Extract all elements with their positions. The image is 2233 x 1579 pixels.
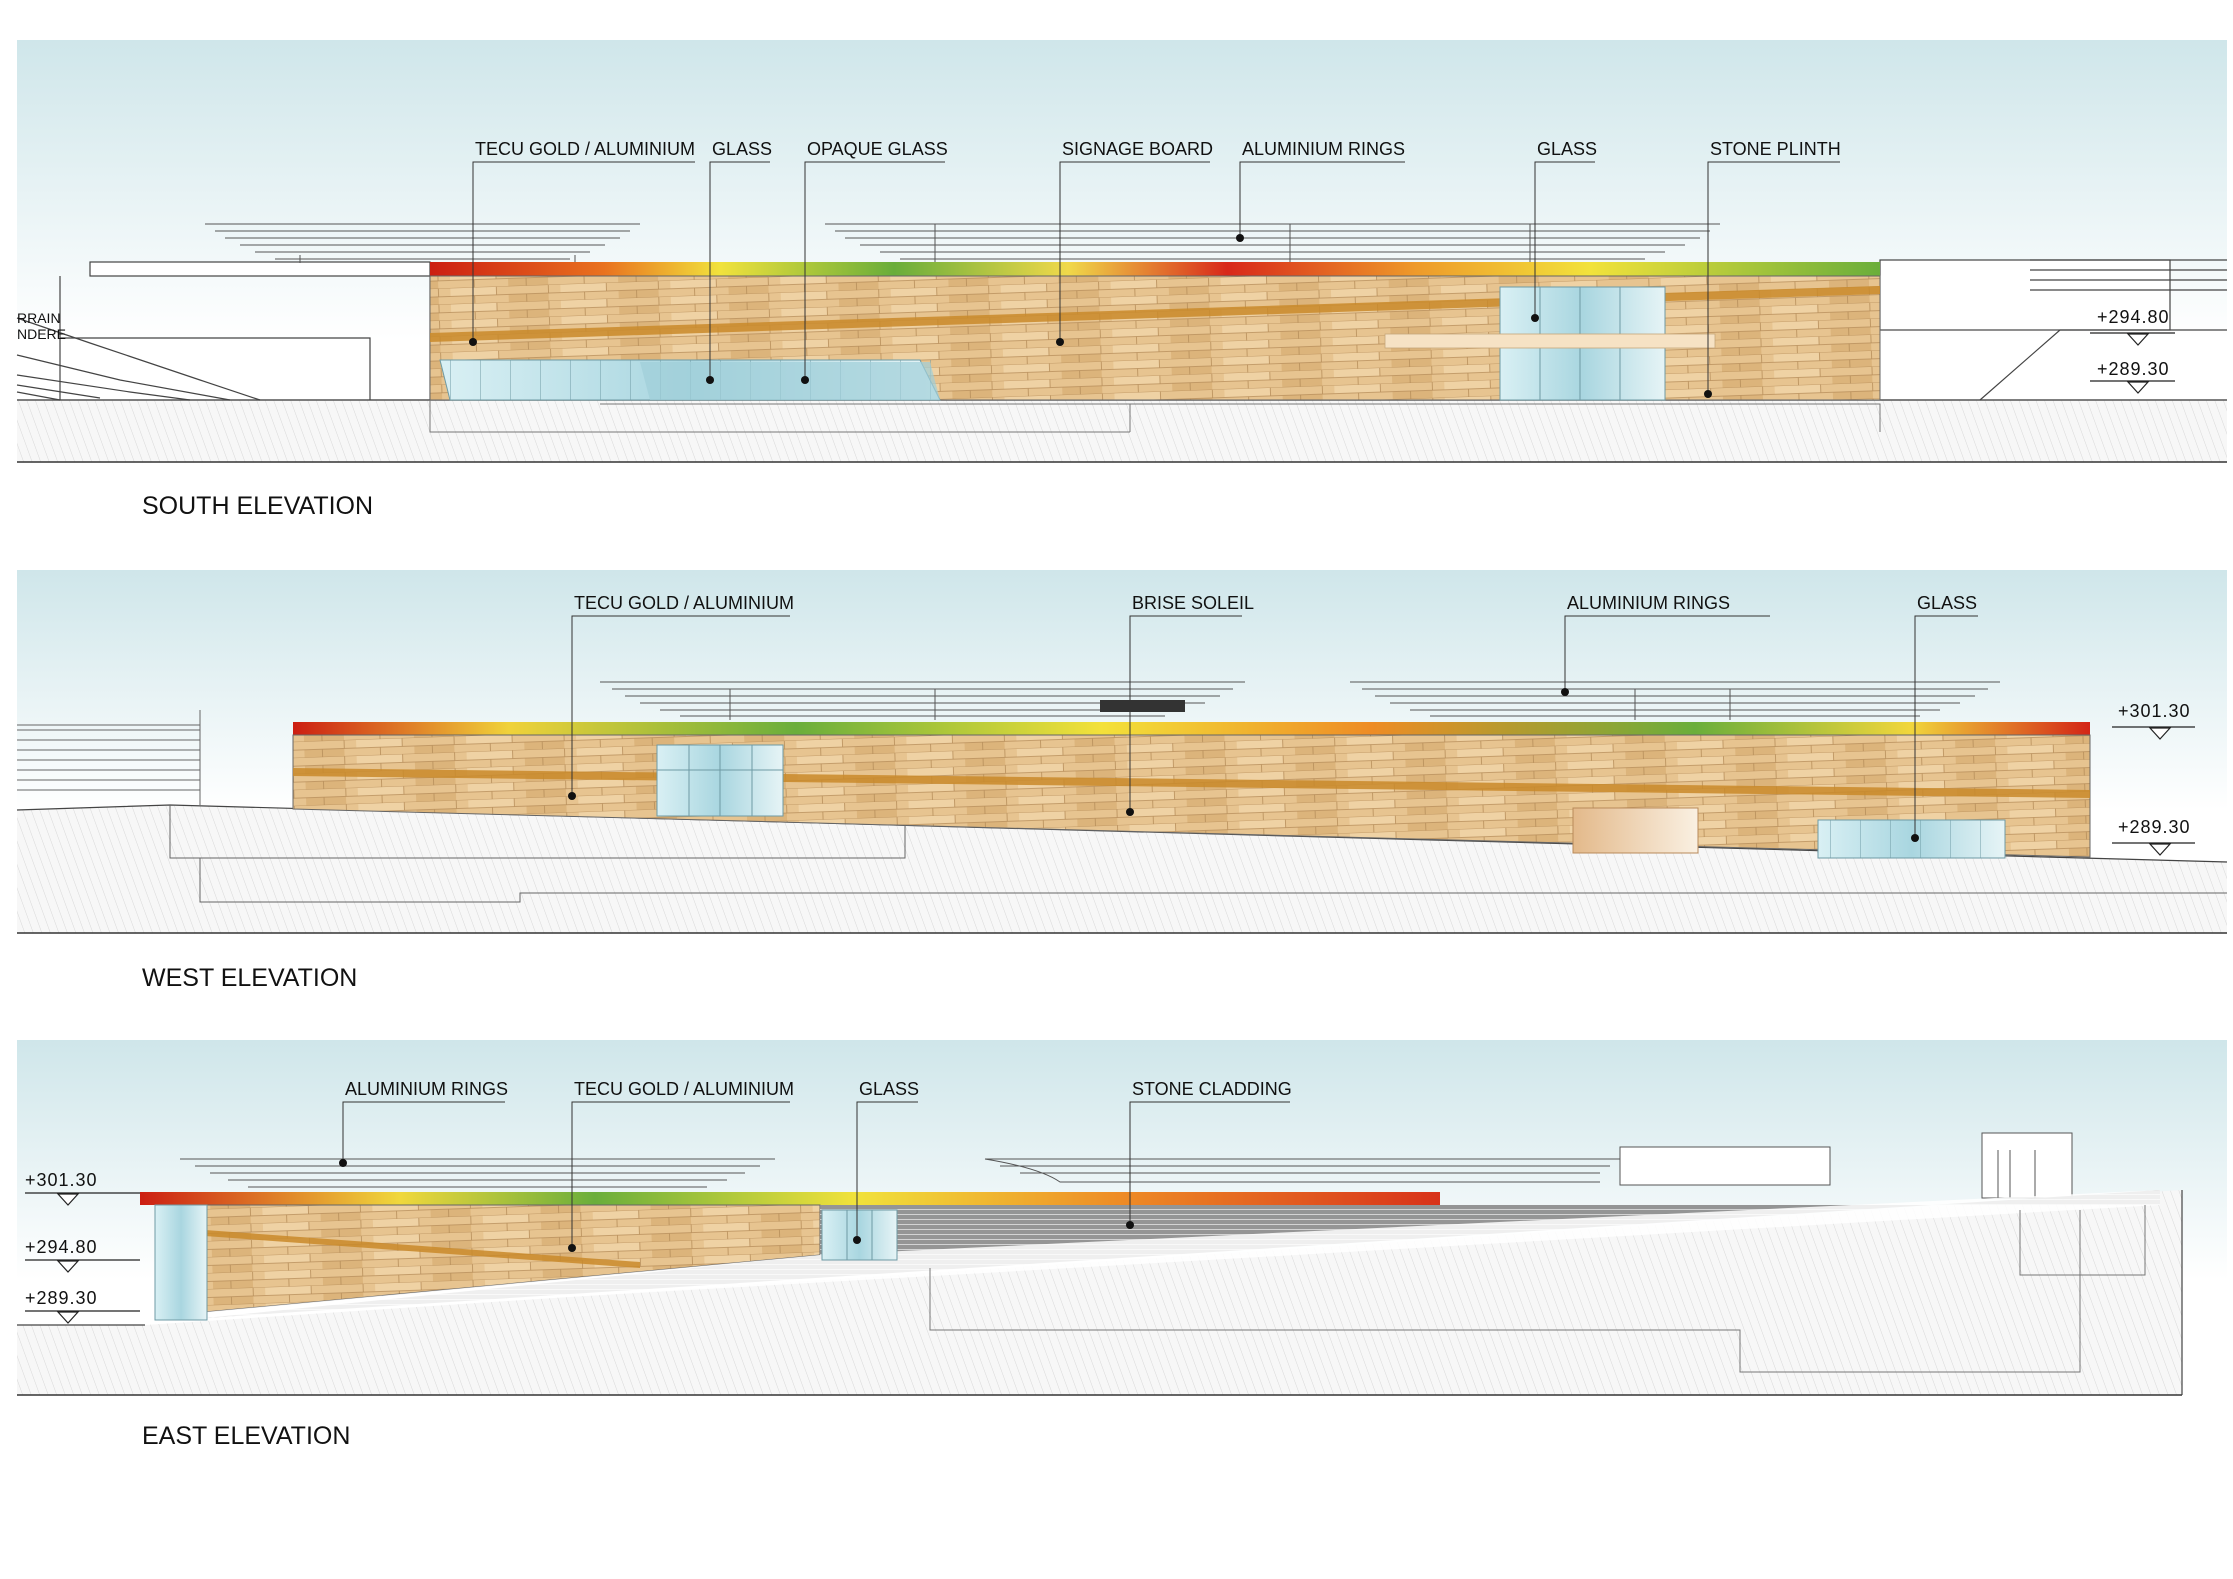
callout-glass: GLASS — [859, 1079, 919, 1099]
ground-section — [17, 400, 2227, 462]
terrain-note-2: NDERE — [17, 326, 66, 342]
callout-tecu-gold: TECU GOLD / ALUMINIUM — [475, 139, 695, 159]
callout-opaque-glass: OPAQUE GLASS — [807, 139, 948, 159]
callout-aluminium-rings: ALUMINIUM RINGS — [1242, 139, 1405, 159]
level-289-30: +289.30 — [2097, 359, 2170, 379]
south-elevation-title: SOUTH ELEVATION — [142, 492, 373, 520]
roof-edge-gradient — [293, 722, 2090, 735]
glass-entry — [154, 1204, 208, 1321]
cladding-band — [205, 1230, 640, 1268]
west-elevation: TECU GOLD / ALUMINIUM BRISE SOLEIL ALUMI… — [16, 570, 2228, 992]
south-elevation: RRAIN NDERE — [16, 40, 2227, 520]
brise-soleil — [1100, 700, 1185, 712]
adjacent-building-left — [17, 710, 2227, 903]
level-294-80: +294.80 — [2097, 307, 2170, 327]
callout-glass: GLASS — [1917, 593, 1977, 613]
roof-edge-gradient — [430, 262, 1880, 276]
callout-brise-soleil: BRISE SOLEIL — [1132, 593, 1254, 613]
level-markers — [25, 1192, 140, 1324]
ground-section — [17, 1325, 2182, 1395]
level-301-30: +301.30 — [25, 1170, 98, 1190]
callout-glass-2: GLASS — [1537, 139, 1597, 159]
west-callouts — [571, 615, 1978, 838]
east-elevation-title: EAST ELEVATION — [142, 1422, 350, 1450]
level-289-30: +289.30 — [2118, 817, 2191, 837]
south-callouts — [472, 161, 1840, 394]
glass-volume — [821, 1209, 898, 1261]
level-289-30: +289.30 — [25, 1288, 98, 1308]
level-294-80: +294.80 — [25, 1237, 98, 1257]
aluminium-rings-right — [984, 1132, 2073, 1199]
west-elevation-title: WEST ELEVATION — [142, 964, 357, 992]
east-elevation: ALUMINIUM RINGS TECU GOLD / ALUMINIUM GL… — [17, 1040, 2227, 1450]
entrance-door — [1572, 807, 1699, 854]
east-callouts — [342, 1101, 1290, 1248]
callout-aluminium-rings: ALUMINIUM RINGS — [1567, 593, 1730, 613]
ground-section — [17, 805, 2227, 933]
roof-edge-gradient — [140, 1192, 1440, 1205]
opaque-glass — [640, 362, 940, 400]
level-301-30: +301.30 — [2118, 701, 2191, 721]
aluminium-rings-left — [180, 1158, 775, 1188]
level-markers — [2112, 726, 2195, 856]
aluminium-rings-right — [825, 223, 1720, 262]
callout-stone-plinth: STONE PLINTH — [1710, 139, 1841, 159]
adjacent-building-right — [1879, 259, 2227, 401]
callout-glass: GLASS — [712, 139, 772, 159]
terrain-note-1: RRAIN — [17, 310, 61, 326]
signage-board — [1384, 333, 1716, 349]
level-markers — [2090, 332, 2175, 394]
callout-tecu-gold: TECU GOLD / ALUMINIUM — [574, 1079, 794, 1099]
terrain-lines — [16, 261, 431, 401]
callout-signage-board: SIGNAGE BOARD — [1062, 139, 1213, 159]
aluminium-rings-left — [205, 223, 640, 263]
aluminium-rings-right — [1350, 681, 2000, 720]
callout-tecu-gold: TECU GOLD / ALUMINIUM — [574, 593, 794, 613]
callout-aluminium-rings: ALUMINIUM RINGS — [345, 1079, 508, 1099]
callout-stone-cladding: STONE CLADDING — [1132, 1079, 1292, 1099]
